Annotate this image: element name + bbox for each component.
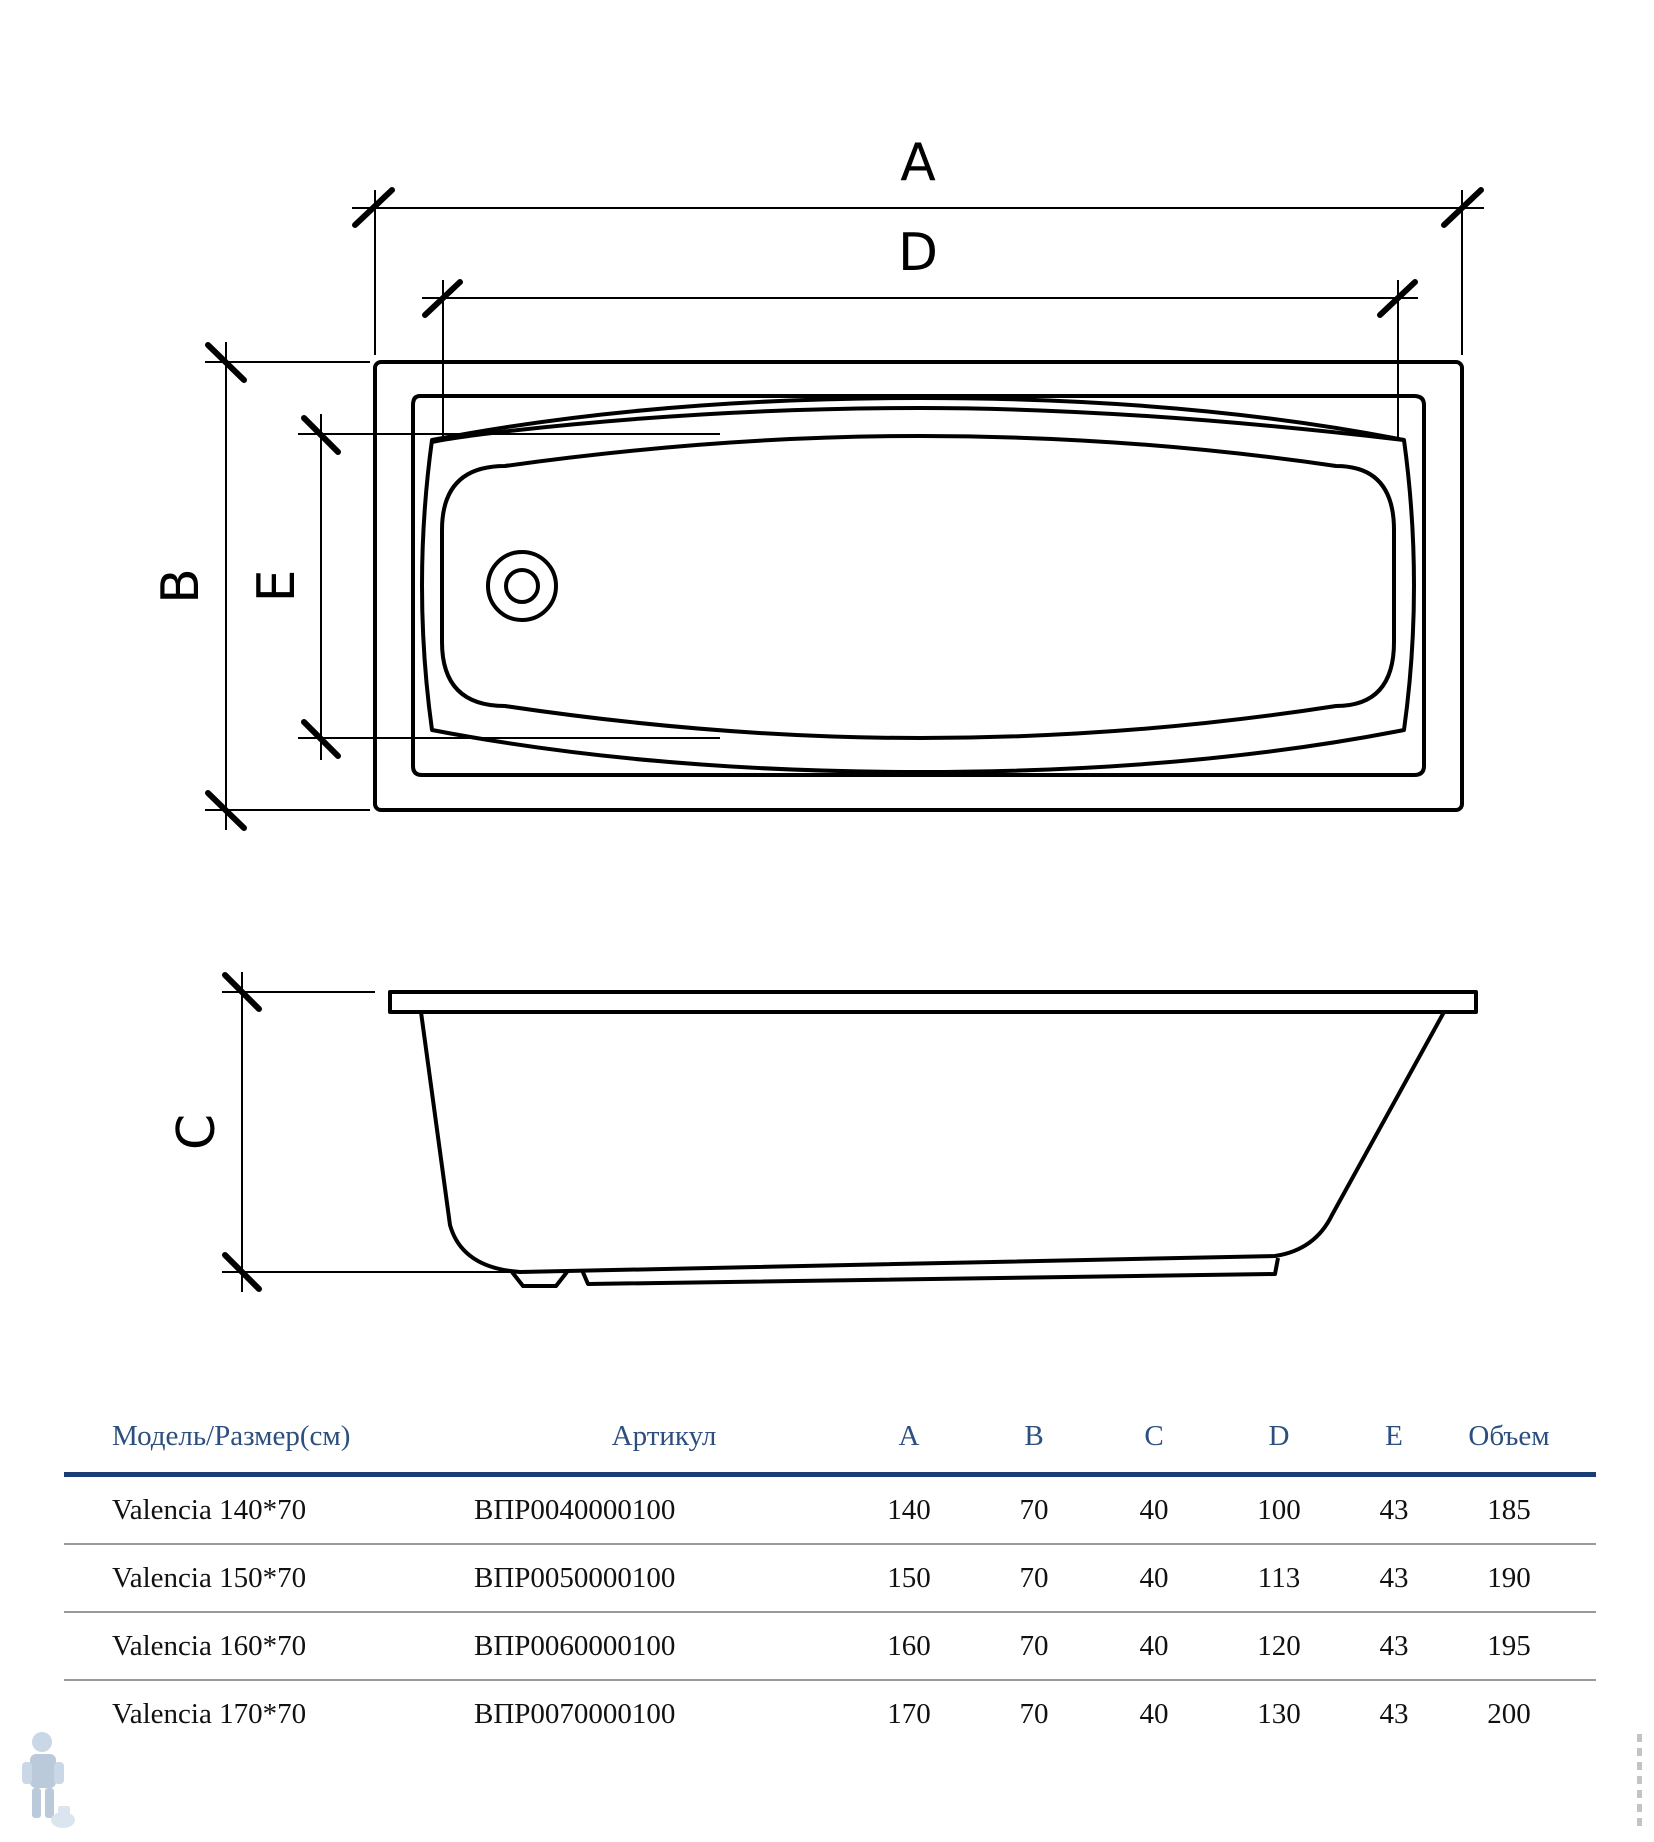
tub-side-body bbox=[419, 1011, 1446, 1274]
watermark-mark bbox=[1637, 1734, 1642, 1826]
cell-article: ВПР0060000100 bbox=[474, 1630, 676, 1662]
table-row: Valencia 160*70 ВПР0060000100 160 70 40 … bbox=[64, 1613, 1596, 1681]
cell-d: 120 bbox=[1257, 1630, 1301, 1662]
table-row: Valencia 140*70 ВПР0040000100 140 70 40 … bbox=[64, 1477, 1596, 1545]
cell-model: Valencia 140*70 bbox=[112, 1494, 307, 1526]
cell-article: ВПР0070000100 bbox=[474, 1698, 676, 1730]
cell-e: 43 bbox=[1379, 1630, 1409, 1662]
header-c: C bbox=[1144, 1420, 1164, 1452]
cell-article: ВПР0050000100 bbox=[474, 1562, 676, 1594]
cell-c: 40 bbox=[1139, 1698, 1169, 1730]
cell-b: 70 bbox=[1019, 1630, 1049, 1662]
cell-c: 40 bbox=[1139, 1494, 1169, 1526]
tub-foot-right bbox=[580, 1257, 1280, 1286]
tub-basin-contour bbox=[431, 406, 1405, 444]
dimension-e: E bbox=[247, 414, 720, 760]
label-a: A bbox=[900, 133, 936, 193]
cell-volume: 200 bbox=[1487, 1698, 1531, 1730]
cell-volume: 185 bbox=[1487, 1494, 1531, 1526]
label-e: E bbox=[247, 570, 307, 603]
table-row: Valencia 150*70 ВПР0050000100 150 70 40 … bbox=[64, 1545, 1596, 1613]
dimension-c: C bbox=[167, 972, 520, 1292]
cell-a: 170 bbox=[887, 1698, 931, 1730]
cell-model: Valencia 160*70 bbox=[112, 1630, 307, 1662]
label-d: D bbox=[898, 223, 938, 283]
tub-side-rim bbox=[388, 990, 1478, 1014]
side-view: C bbox=[167, 972, 1478, 1292]
tub-inner-deck bbox=[411, 394, 1426, 777]
cell-a: 140 bbox=[887, 1494, 931, 1526]
dimension-d: D bbox=[422, 223, 1418, 440]
cell-d: 130 bbox=[1257, 1698, 1301, 1730]
cell-b: 70 bbox=[1019, 1562, 1049, 1594]
tub-basin-outline bbox=[440, 434, 1396, 740]
top-view: A D B E bbox=[151, 133, 1484, 831]
cell-b: 70 bbox=[1019, 1494, 1049, 1526]
cell-e: 43 bbox=[1379, 1562, 1409, 1594]
cell-model: Valencia 170*70 bbox=[112, 1698, 307, 1730]
cell-c: 40 bbox=[1139, 1562, 1169, 1594]
cell-a: 150 bbox=[887, 1562, 931, 1594]
plumber-mascot-icon bbox=[22, 1732, 75, 1828]
cell-volume: 190 bbox=[1487, 1562, 1531, 1594]
cell-article: ВПР0040000100 bbox=[474, 1494, 676, 1526]
header-a: A bbox=[898, 1420, 920, 1452]
cell-model: Valencia 150*70 bbox=[112, 1562, 307, 1594]
cell-a: 160 bbox=[887, 1630, 931, 1662]
header-e: E bbox=[1385, 1420, 1403, 1452]
header-volume: Объем bbox=[1468, 1420, 1550, 1452]
header-model: Модель/Размер(см) bbox=[112, 1420, 351, 1452]
cell-b: 70 bbox=[1019, 1698, 1049, 1730]
header-b: B bbox=[1024, 1420, 1044, 1452]
dimension-a: A bbox=[352, 133, 1484, 355]
table-header: Модель/Размер(см) Артикул A B C D E Объе… bbox=[64, 1400, 1596, 1477]
cell-d: 113 bbox=[1257, 1562, 1301, 1594]
table-row: Valencia 170*70 ВПР0070000100 170 70 40 … bbox=[64, 1681, 1596, 1747]
cell-c: 40 bbox=[1139, 1630, 1169, 1662]
tub-foot-left bbox=[510, 1270, 569, 1288]
cell-volume: 195 bbox=[1487, 1630, 1531, 1662]
header-d: D bbox=[1268, 1420, 1290, 1452]
cell-e: 43 bbox=[1379, 1698, 1409, 1730]
cell-e: 43 bbox=[1379, 1494, 1409, 1526]
label-b: B bbox=[151, 568, 211, 604]
tub-rim-contour bbox=[420, 396, 1416, 774]
tub-outer-rim bbox=[373, 360, 1464, 812]
header-article: Артикул bbox=[611, 1420, 717, 1452]
drain-inner bbox=[504, 568, 540, 604]
spec-table: Модель/Размер(см) Артикул A B C D E Объе… bbox=[64, 1400, 1596, 1747]
drain-outer bbox=[486, 550, 558, 622]
label-c: C bbox=[167, 1114, 227, 1150]
dimension-b: B bbox=[151, 342, 370, 831]
cell-d: 100 bbox=[1257, 1494, 1301, 1526]
